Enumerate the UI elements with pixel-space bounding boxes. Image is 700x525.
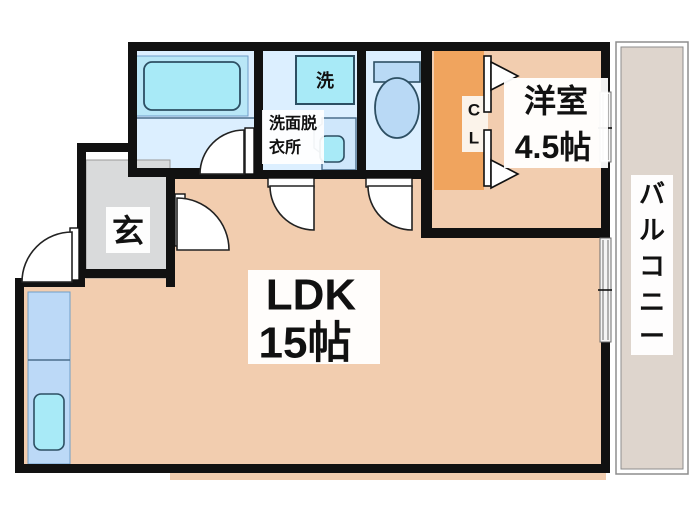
bath-tub-icon xyxy=(130,55,254,119)
closet-door-icon xyxy=(483,55,520,190)
balcony-label-char-0: バ xyxy=(639,179,665,209)
genkan-inner-door-icon xyxy=(174,193,230,251)
balcony-label-group: バ ル コ ニ ー xyxy=(631,175,673,355)
washer-label: 洗 xyxy=(316,70,334,91)
toilet-icon xyxy=(373,61,421,139)
bath-door-icon xyxy=(199,127,255,175)
balcony-label-char-4: ー xyxy=(639,321,665,351)
balcony-label-char-3: ニ xyxy=(639,287,665,317)
closet-label-c: C xyxy=(468,101,480,120)
kitchen-sink-icon xyxy=(33,393,65,451)
closet-label-l: L xyxy=(469,129,479,148)
genkan-label-group: 玄 xyxy=(106,207,150,253)
ldk-name-label: LDK xyxy=(266,271,357,320)
ldk-label-group: LDK 15帖 xyxy=(248,270,380,368)
kitchen-counter xyxy=(27,291,71,465)
washroom-label-line1: 洗面脱 xyxy=(269,114,317,133)
balcony-label-char-2: コ xyxy=(639,251,665,281)
entrance-door-icon xyxy=(21,227,80,283)
closet-area: C L xyxy=(434,50,488,190)
bedroom-name-label: 洋室 xyxy=(524,83,588,119)
bedroom-size-label: 4.5帖 xyxy=(515,129,592,165)
ldk-size-label: 15帖 xyxy=(259,319,352,368)
balcony-label-char-1: ル xyxy=(639,215,665,245)
washroom-label-group: 洗面脱 衣所 xyxy=(262,110,324,164)
washroom-label-line2: 衣所 xyxy=(269,138,301,157)
toilet-door-icon xyxy=(365,177,413,231)
washing-machine-icon: 洗 xyxy=(295,55,355,105)
bedroom-label-group: 洋室 4.5帖 xyxy=(504,78,608,168)
genkan-label: 玄 xyxy=(112,213,144,249)
washroom-door-icon xyxy=(267,177,315,231)
